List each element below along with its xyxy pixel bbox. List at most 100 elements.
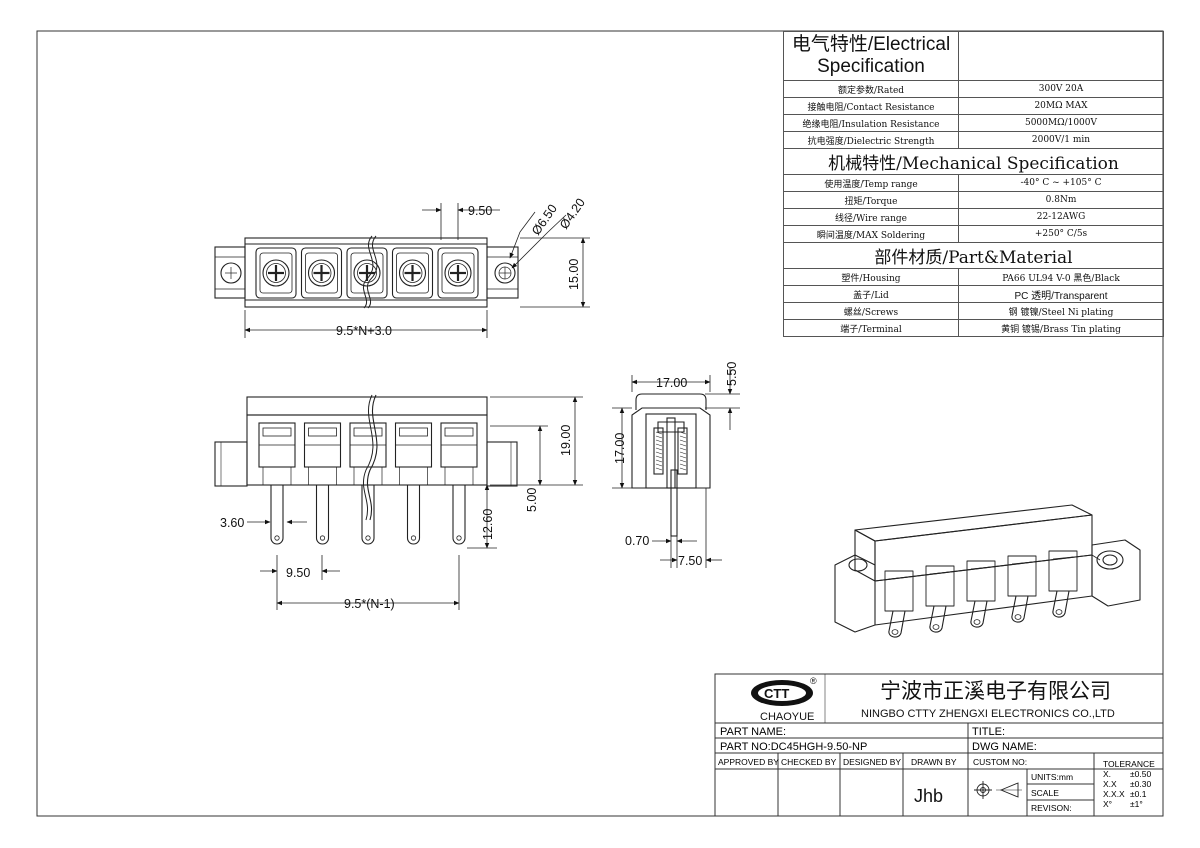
mechanical-spec-title: 机械特性/Mechanical Specification [783, 148, 1164, 175]
spec-label: 额定参数/Rated [783, 80, 959, 98]
dwg-name-label: DWG NAME: [972, 741, 1037, 753]
spec-value: 22-12AWG [958, 208, 1164, 226]
mounting-hole-right [494, 262, 516, 284]
iso-terminal [925, 565, 955, 633]
spec-label: 扭矩/Torque [783, 191, 959, 209]
tolerance-key: X.X [1103, 779, 1117, 789]
spec-value: 黄铜 镀锡/Brass Tin plating [958, 319, 1164, 337]
drawn-by-label: DRAWN BY [911, 757, 957, 767]
tolerance-key: X.X.X [1103, 789, 1125, 799]
company-logo: CTT ® CHAOYUE [751, 676, 817, 723]
spec-row: 瞬间温度/MAX Soldering+250° C/5s [783, 225, 1164, 243]
dim-height-front: 19.00 [559, 425, 573, 456]
sheet-border [36, 30, 1164, 817]
spec-value: 钢 镀镍/Steel Ni plating [958, 302, 1164, 320]
spec-label: 瞬间温度/MAX Soldering [783, 225, 959, 243]
designed-by-label: DESIGNED BY [843, 757, 901, 767]
terminal-cell [440, 422, 478, 545]
dim-side-pin-thick: 0.70 [625, 534, 649, 548]
spec-value: +250° C/5s [958, 225, 1164, 243]
screw-icon [346, 247, 388, 299]
part-name-label: PART NAME: [720, 726, 786, 738]
dim-length-formula: 9.5*N+3.0 [336, 324, 392, 338]
front-view [214, 394, 518, 545]
terminal-cell [258, 422, 296, 545]
iso-terminal [966, 560, 996, 628]
iso-terminal [884, 570, 914, 638]
tolerance-value: ±0.1 [1130, 789, 1147, 799]
projection-symbol-icon [974, 781, 1022, 799]
spec-value: PC 透明/Transparent [958, 285, 1164, 303]
side-view [631, 393, 711, 537]
revision-label: REVISON: [1031, 803, 1072, 813]
dim-side-pin-pos: 7.50 [678, 554, 702, 568]
dim-pin-length: 12.60 [481, 509, 495, 540]
electrical-spec-title: 电气特性/Electrical Specification [783, 31, 959, 81]
logo-text: CHAOYUE [760, 711, 814, 723]
dim-pin-offset: 5.00 [525, 488, 539, 512]
dim-dia-inner: Ø4.20 [557, 196, 588, 232]
screw-icon [391, 247, 434, 299]
spec-value: PA66 UL94 V-0 黑色/Black [958, 268, 1164, 286]
registered-mark: ® [810, 676, 817, 686]
tolerance-key: X. [1103, 769, 1111, 779]
dim-pitch-top: 9.50 [468, 204, 492, 218]
dim-pin-width: 3.60 [220, 516, 244, 530]
spec-label: 使用温度/Temp range [783, 174, 959, 192]
custom-no-label: CUSTOM NO: [973, 757, 1027, 767]
tolerance-value: ±0.50 [1130, 769, 1151, 779]
dim-pin-span: 9.5*(N-1) [344, 597, 395, 611]
tolerance-value: ±1° [1130, 799, 1143, 809]
top-view-dimensions [244, 203, 590, 338]
tolerance-key: X° [1103, 799, 1112, 809]
spec-label: 螺丝/Screws [783, 302, 959, 320]
tolerance-title: TOLERANCE [1103, 759, 1155, 769]
title-block [714, 673, 1164, 817]
top-view [214, 235, 519, 309]
spec-label: 线径/Wire range [783, 208, 959, 226]
iso-terminal [1007, 555, 1037, 623]
company-name-en: NINGBO CTTY ZHENGXI ELECTRONICS CO.,LTD [861, 708, 1115, 720]
dim-dia-outer: Ø6.50 [529, 202, 560, 238]
isometric-view [834, 504, 1141, 638]
terminal-cell [394, 422, 433, 545]
spec-value: 5000MΩ/1000V [958, 114, 1164, 132]
spec-label: 接触电阻/Contact Resistance [783, 97, 959, 115]
company-name-cn: 宁波市正溪电子有限公司 [880, 679, 1111, 703]
spec-label: 盖子/Lid [783, 285, 959, 303]
scale-label: SCALE [1031, 788, 1059, 798]
drawn-by-value: Jhb [914, 786, 943, 806]
terminal-cell [303, 422, 342, 545]
dim-side-lid: 5.50 [725, 362, 739, 386]
logo-mark: CTT [764, 686, 789, 701]
mounting-hole-left [220, 262, 242, 284]
screw-icon [255, 247, 297, 299]
spec-value: 2000V/1 min [958, 131, 1164, 149]
dim-side-width: 17.00 [656, 376, 687, 390]
spec-label: 端子/Terminal [783, 319, 959, 337]
spec-label: 抗电强度/Dielectric Strength [783, 131, 959, 149]
spec-value: 300V 20A [958, 80, 1164, 98]
spec-row: 使用温度/Temp range-40° C ~ +105° C [783, 174, 1164, 192]
front-view-dimensions [247, 396, 583, 610]
screw-icon [437, 247, 479, 299]
dim-pitch-bottom: 9.50 [286, 566, 310, 580]
tolerance-value: ±0.30 [1130, 779, 1151, 789]
spec-header-blank [958, 31, 1164, 81]
approved-by-label: APPROVED BY [718, 757, 779, 767]
iso-terminal [1048, 550, 1078, 618]
spec-label: 塑件/Housing [783, 268, 959, 286]
side-view-dimensions [612, 368, 740, 568]
